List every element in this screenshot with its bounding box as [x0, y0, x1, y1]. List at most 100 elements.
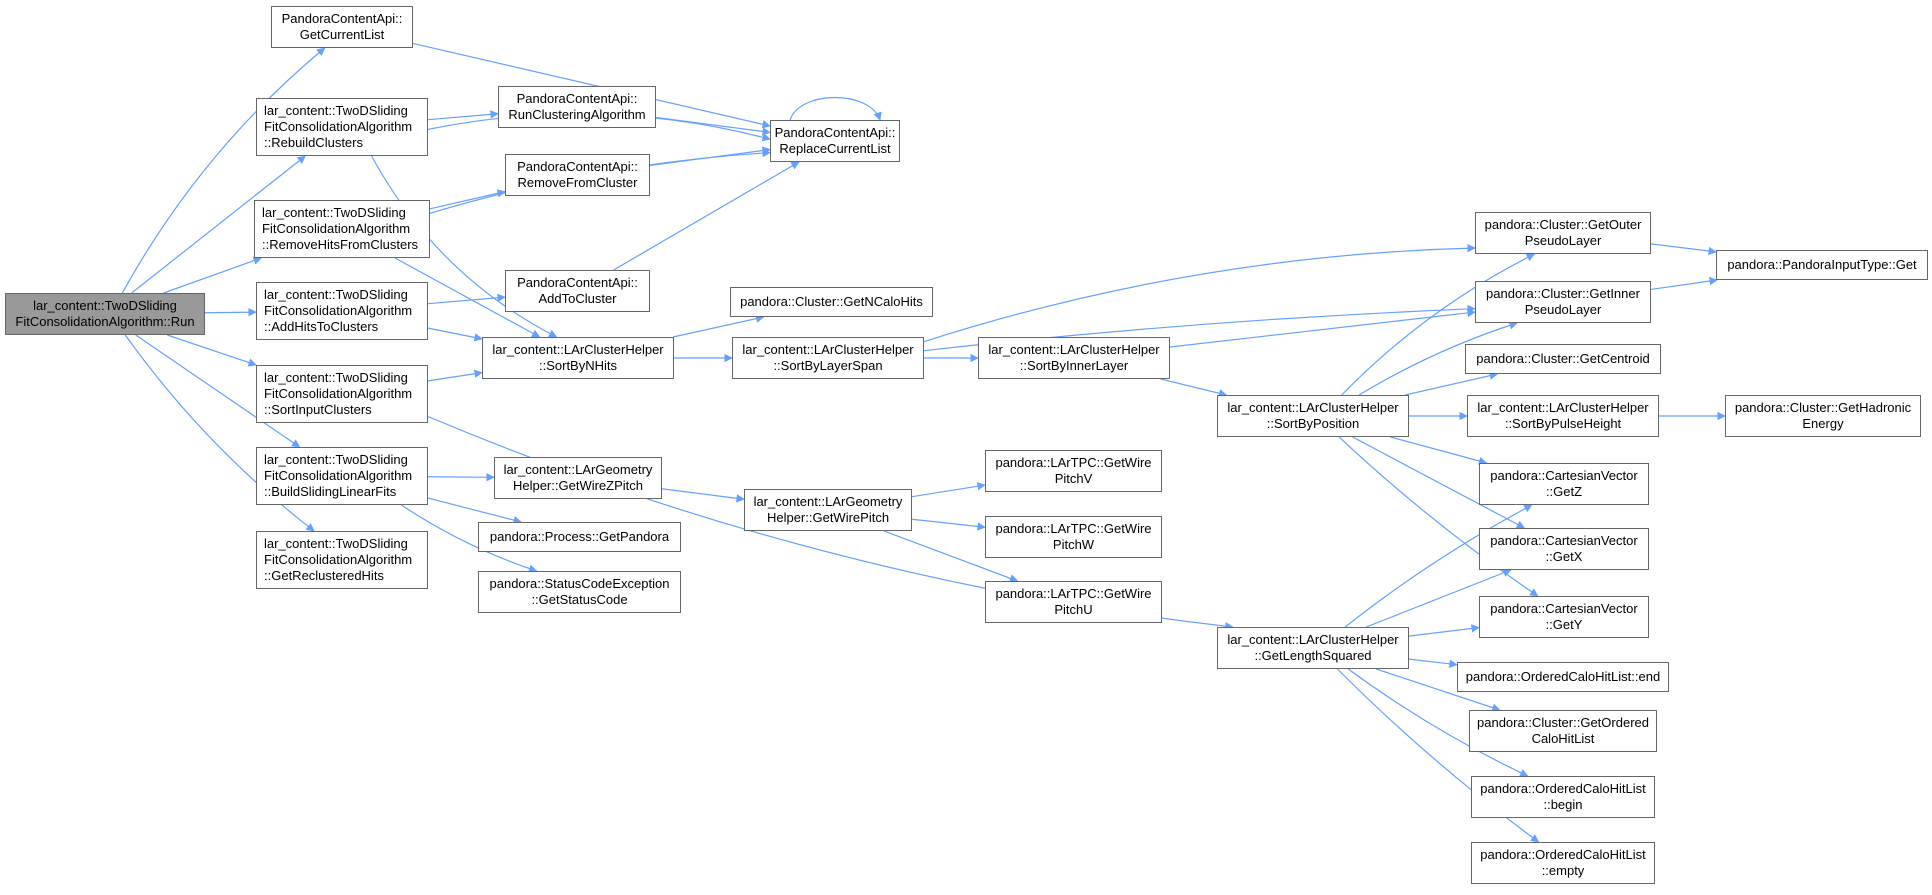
node-label-line: Energy: [1802, 416, 1844, 431]
node-label-line: lar_content::LArClusterHelper: [1477, 400, 1649, 415]
node-label-line: PseudoLayer: [1524, 233, 1602, 248]
node-get-y[interactable]: pandora::CartesianVector::GetY: [1479, 596, 1649, 638]
node-label-line: lar_content::LArClusterHelper: [742, 342, 914, 357]
node-get-z[interactable]: pandora::CartesianVector::GetZ: [1479, 463, 1649, 505]
node-label-line: PandoraContentApi::: [281, 11, 403, 26]
edge-sortByPosition-to-getInnerPseudoLayer: [1358, 321, 1518, 396]
node-sort-by-position[interactable]: lar_content::LArClusterHelper::SortByPos…: [1217, 395, 1409, 437]
node-label-line: lar_content::TwoDSliding: [33, 298, 177, 313]
node-label-line: ::BuildSlidingLinearFits: [264, 484, 397, 499]
edge-run-to-removeHitsFromClusters: [163, 256, 262, 294]
edge-buildSlidingLinearFits-to-getWireZPitch: [427, 473, 495, 482]
node-label-line: lar_content::TwoDSliding: [264, 287, 408, 302]
node-label-line: PandoraContentApi::: [517, 159, 638, 174]
node-label-line: FitConsolidationAlgorithm::Run: [15, 314, 195, 329]
edge-sortByInnerLayer-to-sortByPosition: [1160, 378, 1228, 398]
node-label-line: lar_content::LArClusterHelper: [1227, 400, 1399, 415]
edge-getLengthSquared-to-getY: [1408, 624, 1480, 637]
node-label-line: ::GetY: [1545, 617, 1583, 632]
node-label-line: pandora::LArTPC::GetWire: [995, 586, 1152, 601]
edge-rebuildClusters-to-runClusteringAlgorithm: [427, 110, 499, 121]
node-label-line: pandora::Cluster::GetOrdered: [1477, 715, 1649, 730]
node-label-line: lar_content::LArClusterHelper: [1227, 632, 1399, 647]
node-label-line: lar_content::TwoDSliding: [264, 103, 408, 118]
node-get-status-code[interactable]: pandora::StatusCodeException::GetStatusC…: [478, 571, 681, 613]
node-label-line: lar_content::TwoDSliding: [262, 205, 406, 220]
node-label-line: ::SortByLayerSpan: [773, 358, 883, 373]
node-label-line: ::SortByPosition: [1266, 416, 1360, 431]
node-label-line: pandora::LArTPC::GetWire: [995, 455, 1152, 470]
node-label-line: ::RemoveHitsFromClusters: [262, 237, 419, 252]
edge-getWirePitch-to-getWirePitchW: [911, 518, 986, 531]
node-label-line: ::GetLengthSquared: [1254, 648, 1372, 663]
node-get-current-list[interactable]: PandoraContentApi::GetCurrentList: [271, 6, 413, 48]
edge-sortByPosition-to-getY: [1338, 436, 1539, 597]
node-ordered-begin[interactable]: pandora::OrderedCaloHitList::begin: [1471, 776, 1655, 818]
node-replace-current-list[interactable]: PandoraContentApi::ReplaceCurrentList: [770, 120, 900, 162]
edge-getLengthSquared-to-getX: [1366, 568, 1512, 628]
node-run-clustering-algorithm[interactable]: PandoraContentApi::RunClusteringAlgorith…: [498, 86, 656, 128]
edge-run-to-getReclusteredHits: [124, 334, 315, 532]
edge-sortByPosition-to-getOuterPseudoLayer: [1341, 253, 1536, 396]
node-label-line: PitchV: [1054, 471, 1093, 486]
node-label-line: ::begin: [1543, 797, 1583, 812]
edge-sortByPosition-to-getZ: [1390, 436, 1488, 466]
edge-removeFromCluster-to-replaceCurrentList: [649, 146, 771, 167]
node-sort-by-n-hits[interactable]: lar_content::LArClusterHelper::SortByNHi…: [482, 337, 674, 379]
edge-run-to-buildSlidingLinearFits: [135, 334, 301, 448]
node-get-length-squared[interactable]: lar_content::LArClusterHelper::GetLength…: [1217, 627, 1409, 669]
node-label-line: FitConsolidationAlgorithm: [264, 468, 413, 483]
node-ordered-empty[interactable]: pandora::OrderedCaloHitList::empty: [1471, 842, 1655, 884]
node-get-pandora[interactable]: pandora::Process::GetPandora: [478, 522, 681, 552]
node-label-line: lar_content::LArClusterHelper: [988, 342, 1160, 357]
node-label-line: PandoraContentApi::: [516, 91, 638, 106]
node-label-line: RunClusteringAlgorithm: [508, 107, 646, 122]
node-sort-by-pulse-height[interactable]: lar_content::LArClusterHelper::SortByPul…: [1467, 395, 1659, 437]
node-label-line: FitConsolidationAlgorithm: [264, 303, 413, 318]
edge-getOuterPseudoLayer-to-pandoraInputTypeGet: [1650, 243, 1717, 256]
node-get-n-calo-hits[interactable]: pandora::Cluster::GetNCaloHits: [730, 287, 933, 317]
node-get-x[interactable]: pandora::CartesianVector::GetX: [1479, 528, 1649, 570]
node-ordered-end[interactable]: pandora::OrderedCaloHitList::end: [1457, 662, 1669, 692]
edge-getInnerPseudoLayer-to-pandoraInputTypeGet: [1650, 276, 1718, 291]
node-label-line: ::GetX: [1545, 549, 1583, 564]
node-label-line: FitConsolidationAlgorithm: [264, 386, 413, 401]
edge-getCurrentList-to-replaceCurrentList: [412, 42, 771, 129]
node-label-line: GetCurrentList: [299, 27, 385, 42]
node-label-line: ::empty: [1541, 863, 1585, 878]
node-label-line: ::GetZ: [1545, 484, 1583, 499]
node-label-line: pandora::OrderedCaloHitList::end: [1465, 669, 1661, 684]
node-add-to-cluster[interactable]: PandoraContentApi::AddToCluster: [505, 270, 650, 312]
edge-getLengthSquared-to-orderedEnd: [1408, 658, 1458, 669]
node-sort-by-inner-layer[interactable]: lar_content::LArClusterHelper::SortByInn…: [978, 337, 1170, 379]
node-sort-by-layer-span[interactable]: lar_content::LArClusterHelper::SortByLay…: [732, 337, 924, 379]
node-label-line: RemoveFromCluster: [517, 175, 638, 190]
node-get-centroid[interactable]: pandora::Cluster::GetCentroid: [1465, 344, 1661, 374]
edge-sortByPosition-to-getCentroid: [1404, 371, 1499, 396]
node-label-line: PseudoLayer: [1524, 302, 1602, 317]
node-remove-from-cluster[interactable]: PandoraContentApi::RemoveFromCluster: [505, 154, 650, 196]
node-label-line: ::SortInputClusters: [264, 402, 372, 417]
node-label-line: Helper::GetWireZPitch: [512, 478, 644, 493]
node-label-line: pandora::PandoraInputType::Get: [1727, 257, 1917, 272]
node-pandora-input-type-get[interactable]: pandora::PandoraInputType::Get: [1716, 250, 1928, 280]
edge-sortByLayerSpan-to-getOuterPseudoLayer: [923, 243, 1476, 343]
node-label-line: pandora::Cluster::GetCentroid: [1476, 351, 1650, 366]
